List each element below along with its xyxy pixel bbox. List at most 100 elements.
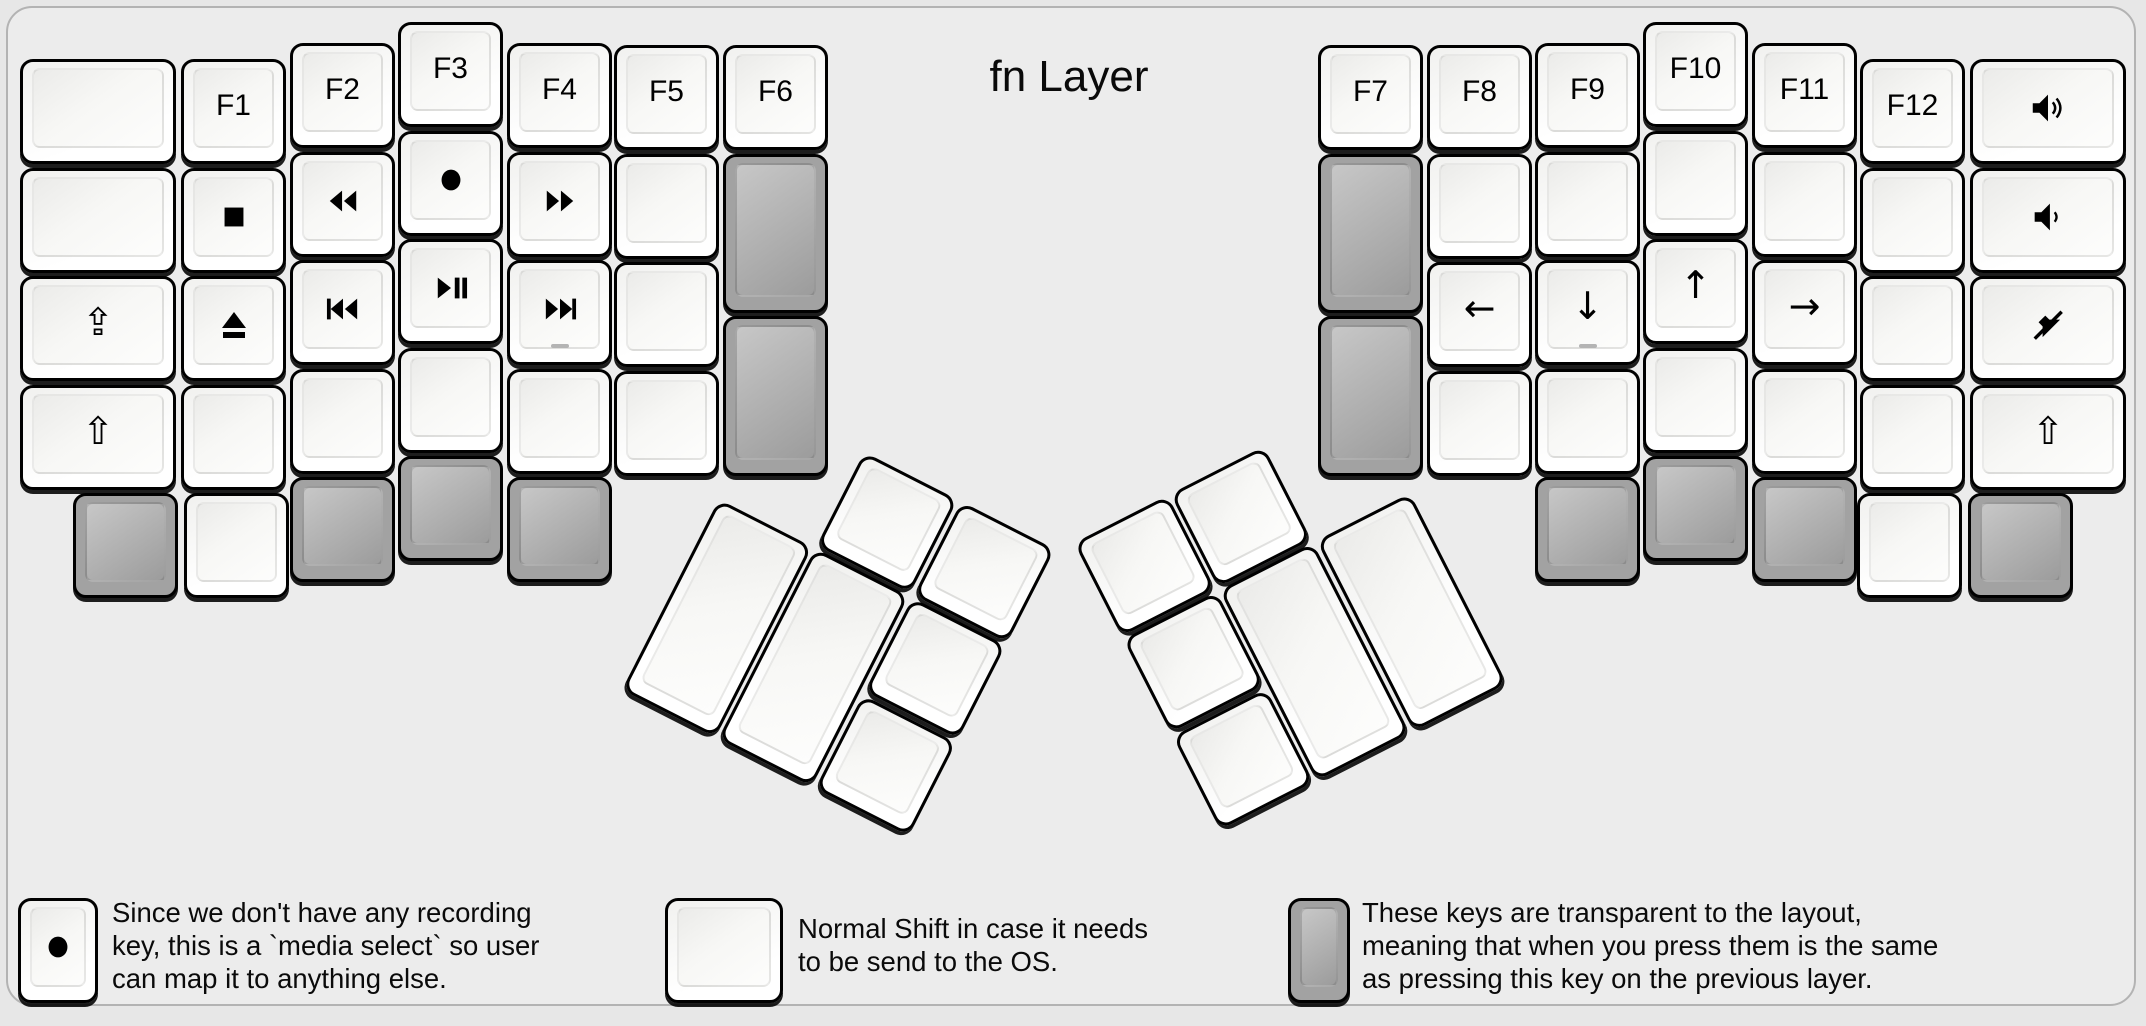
- keytop: [1439, 163, 1520, 243]
- keytop: [32, 177, 164, 257]
- key-blank[interactable]: [1752, 369, 1857, 474]
- keytop: [1137, 605, 1247, 714]
- keytop: F4: [519, 52, 600, 132]
- prev-track-icon: [323, 292, 363, 326]
- key-blank[interactable]: [1752, 152, 1857, 257]
- key-blank[interactable]: [184, 493, 289, 598]
- key-blank[interactable]: [1535, 369, 1640, 474]
- key-blank[interactable]: [20, 168, 176, 273]
- keytop: [519, 486, 600, 566]
- key-blank[interactable]: [1643, 348, 1748, 453]
- key-transparent[interactable]: [290, 477, 395, 582]
- key-transparent[interactable]: [398, 456, 503, 561]
- keytop: ⇧: [32, 394, 164, 474]
- key-transparent[interactable]: [1318, 154, 1423, 313]
- key-f4[interactable]: F4: [507, 43, 612, 148]
- keytop: [735, 163, 816, 297]
- key-f1[interactable]: F1: [181, 59, 286, 164]
- key-rewind[interactable]: [290, 152, 395, 257]
- keytop: F3: [410, 31, 491, 111]
- key-mute[interactable]: [1970, 276, 2126, 381]
- key-record[interactable]: [18, 898, 98, 1003]
- next-track-icon: [540, 292, 580, 326]
- play-pause-icon: [432, 271, 470, 305]
- key-transparent[interactable]: [1288, 898, 1350, 1003]
- key-f7[interactable]: F7: [1318, 45, 1423, 150]
- volume-down-icon: [2028, 199, 2068, 235]
- key-label: F7: [1352, 75, 1388, 108]
- key-f6[interactable]: F6: [723, 45, 828, 150]
- key-eject[interactable]: [181, 276, 286, 381]
- key-transparent[interactable]: [1643, 456, 1748, 561]
- key-f10[interactable]: F10: [1643, 22, 1748, 127]
- key-volume-up[interactable]: [1970, 59, 2126, 164]
- key-blank[interactable]: [614, 371, 719, 476]
- keytop: F8: [1439, 54, 1520, 134]
- keytop: [1982, 177, 2114, 257]
- key-arrow-up[interactable]: ↑: [1643, 239, 1748, 344]
- keytop: [519, 161, 600, 241]
- key-play-pause[interactable]: [398, 239, 503, 344]
- key-capslock[interactable]: ⇪: [20, 276, 176, 381]
- key-f9[interactable]: F9: [1535, 43, 1640, 148]
- key-blank[interactable]: [181, 385, 286, 490]
- key-prev-track[interactable]: [290, 260, 395, 365]
- key-f8[interactable]: F8: [1427, 45, 1532, 150]
- key-blank[interactable]: [20, 59, 176, 164]
- key-label: F10: [1669, 52, 1722, 85]
- key-blank[interactable]: [398, 348, 503, 453]
- key-stop[interactable]: [181, 168, 286, 273]
- key-blank[interactable]: [1860, 385, 1965, 490]
- key-shift[interactable]: ⇧: [1970, 385, 2126, 490]
- keytop: F6: [735, 54, 816, 134]
- key-fast-forward[interactable]: [507, 152, 612, 257]
- key-blank[interactable]: [1427, 154, 1532, 259]
- keytop: [1088, 508, 1198, 617]
- fast-forward-icon: [541, 184, 579, 218]
- keytop: ↑: [1655, 248, 1736, 328]
- key-f3[interactable]: F3: [398, 22, 503, 127]
- key-volume-down[interactable]: [1970, 168, 2126, 273]
- key-arrow-right[interactable]: →: [1752, 260, 1857, 365]
- key-blank[interactable]: [614, 262, 719, 367]
- key-f5[interactable]: F5: [614, 45, 719, 150]
- key-transparent[interactable]: [1752, 477, 1857, 582]
- key-blank[interactable]: [1643, 131, 1748, 236]
- key-label: F8: [1461, 75, 1497, 108]
- key-label: F2: [324, 73, 360, 106]
- key-f12[interactable]: F12: [1860, 59, 1965, 164]
- key-shift[interactable]: [665, 898, 783, 1003]
- keytop: [1330, 325, 1411, 460]
- key-shift[interactable]: ⇧: [20, 385, 176, 490]
- keytop: [32, 68, 164, 148]
- key-blank[interactable]: [614, 154, 719, 259]
- key-label: ↑: [1679, 263, 1712, 307]
- keytop: [519, 378, 600, 458]
- key-blank[interactable]: [1535, 152, 1640, 257]
- key-transparent[interactable]: [1535, 477, 1640, 582]
- key-arrow-left[interactable]: ←: [1427, 262, 1532, 367]
- key-transparent[interactable]: [723, 154, 828, 313]
- keytop: [1439, 380, 1520, 460]
- keytop: [196, 502, 277, 582]
- key-blank[interactable]: [290, 369, 395, 474]
- eject-icon: [216, 307, 252, 343]
- keytop: [931, 514, 1041, 624]
- key-blank[interactable]: [1857, 493, 1962, 598]
- key-transparent[interactable]: [1968, 493, 2073, 598]
- key-label: F3: [432, 52, 468, 85]
- key-transparent[interactable]: [73, 493, 178, 598]
- key-record[interactable]: [398, 131, 503, 236]
- key-transparent[interactable]: [507, 477, 612, 582]
- key-blank[interactable]: [507, 369, 612, 474]
- key-transparent[interactable]: [723, 316, 828, 476]
- keytop: [882, 611, 992, 720]
- key-f11[interactable]: F11: [1752, 43, 1857, 148]
- key-arrow-down[interactable]: ↓: [1535, 260, 1640, 365]
- key-blank[interactable]: [1860, 168, 1965, 273]
- key-transparent[interactable]: [1318, 316, 1423, 476]
- key-blank[interactable]: [1860, 276, 1965, 381]
- key-f2[interactable]: F2: [290, 43, 395, 148]
- key-blank[interactable]: [1427, 371, 1532, 476]
- key-next-track[interactable]: [507, 260, 612, 365]
